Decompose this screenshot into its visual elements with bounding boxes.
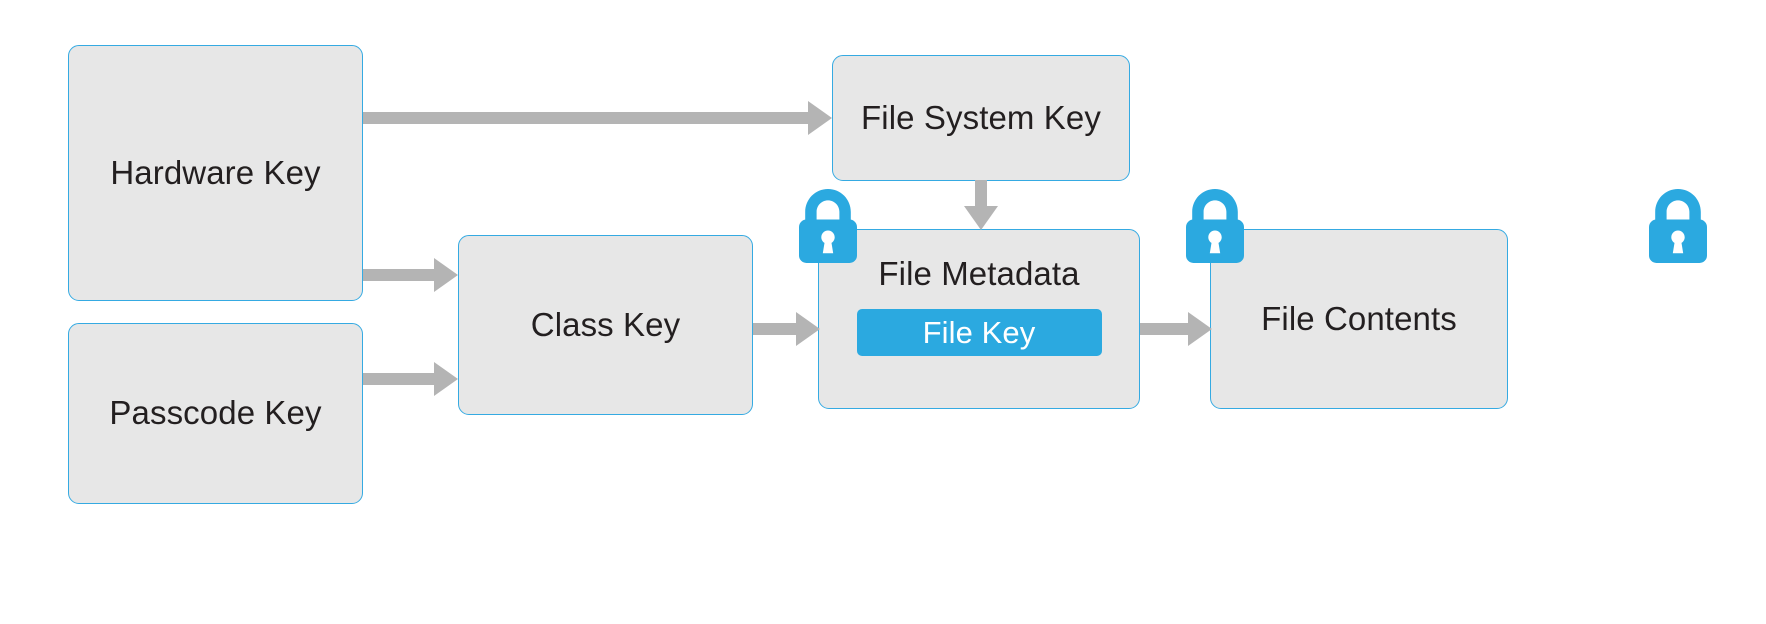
node-file-contents[interactable]: File Contents bbox=[1210, 229, 1508, 409]
arrow-shaft bbox=[975, 180, 987, 207]
arrow-head bbox=[1188, 312, 1212, 346]
arrow-file-metadata-to-file-contents bbox=[1140, 312, 1212, 346]
node-passcode-key-label: Passcode Key bbox=[109, 394, 322, 432]
node-passcode-key[interactable]: Passcode Key bbox=[68, 323, 363, 504]
arrow-class-key-to-file-metadata bbox=[753, 312, 820, 346]
arrow-hardware-key-to-class-key bbox=[363, 258, 458, 292]
arrow-shaft bbox=[363, 112, 809, 124]
node-file-metadata-label: File Metadata bbox=[878, 255, 1080, 292]
chip-file-key-label: File Key bbox=[922, 314, 1036, 350]
arrow-head bbox=[434, 362, 458, 396]
lock-icon-file-metadata bbox=[1186, 189, 1244, 263]
node-hardware-key-label: Hardware Key bbox=[110, 153, 321, 191]
arrow-head bbox=[808, 101, 832, 135]
arrow-shaft bbox=[753, 323, 797, 335]
node-class-key[interactable]: Class Key bbox=[458, 235, 753, 415]
arrow-head bbox=[434, 258, 458, 292]
node-file-system-key[interactable]: File System Key bbox=[832, 55, 1130, 181]
arrow-hardware-key-to-file-system-key bbox=[363, 101, 832, 135]
arrow-shaft bbox=[1140, 323, 1189, 335]
node-class-key-label: Class Key bbox=[530, 305, 681, 343]
arrow-file-system-key-to-file-metadata bbox=[964, 180, 998, 230]
node-file-system-key-label: File System Key bbox=[861, 98, 1101, 136]
lock-icon-file-contents bbox=[1649, 189, 1707, 263]
arrow-head bbox=[964, 206, 998, 230]
chip-file-key[interactable]: File Key bbox=[856, 309, 1102, 357]
arrow-passcode-key-to-class-key bbox=[363, 362, 458, 396]
node-hardware-key[interactable]: Hardware Key bbox=[68, 45, 363, 301]
lock-icon-class-key bbox=[799, 189, 857, 263]
node-file-contents-label: File Contents bbox=[1261, 299, 1457, 337]
arrow-shaft bbox=[363, 269, 435, 281]
node-file-metadata[interactable]: File Metadata File Key bbox=[818, 229, 1140, 409]
arrow-head bbox=[796, 312, 820, 346]
arrow-shaft bbox=[363, 373, 435, 385]
